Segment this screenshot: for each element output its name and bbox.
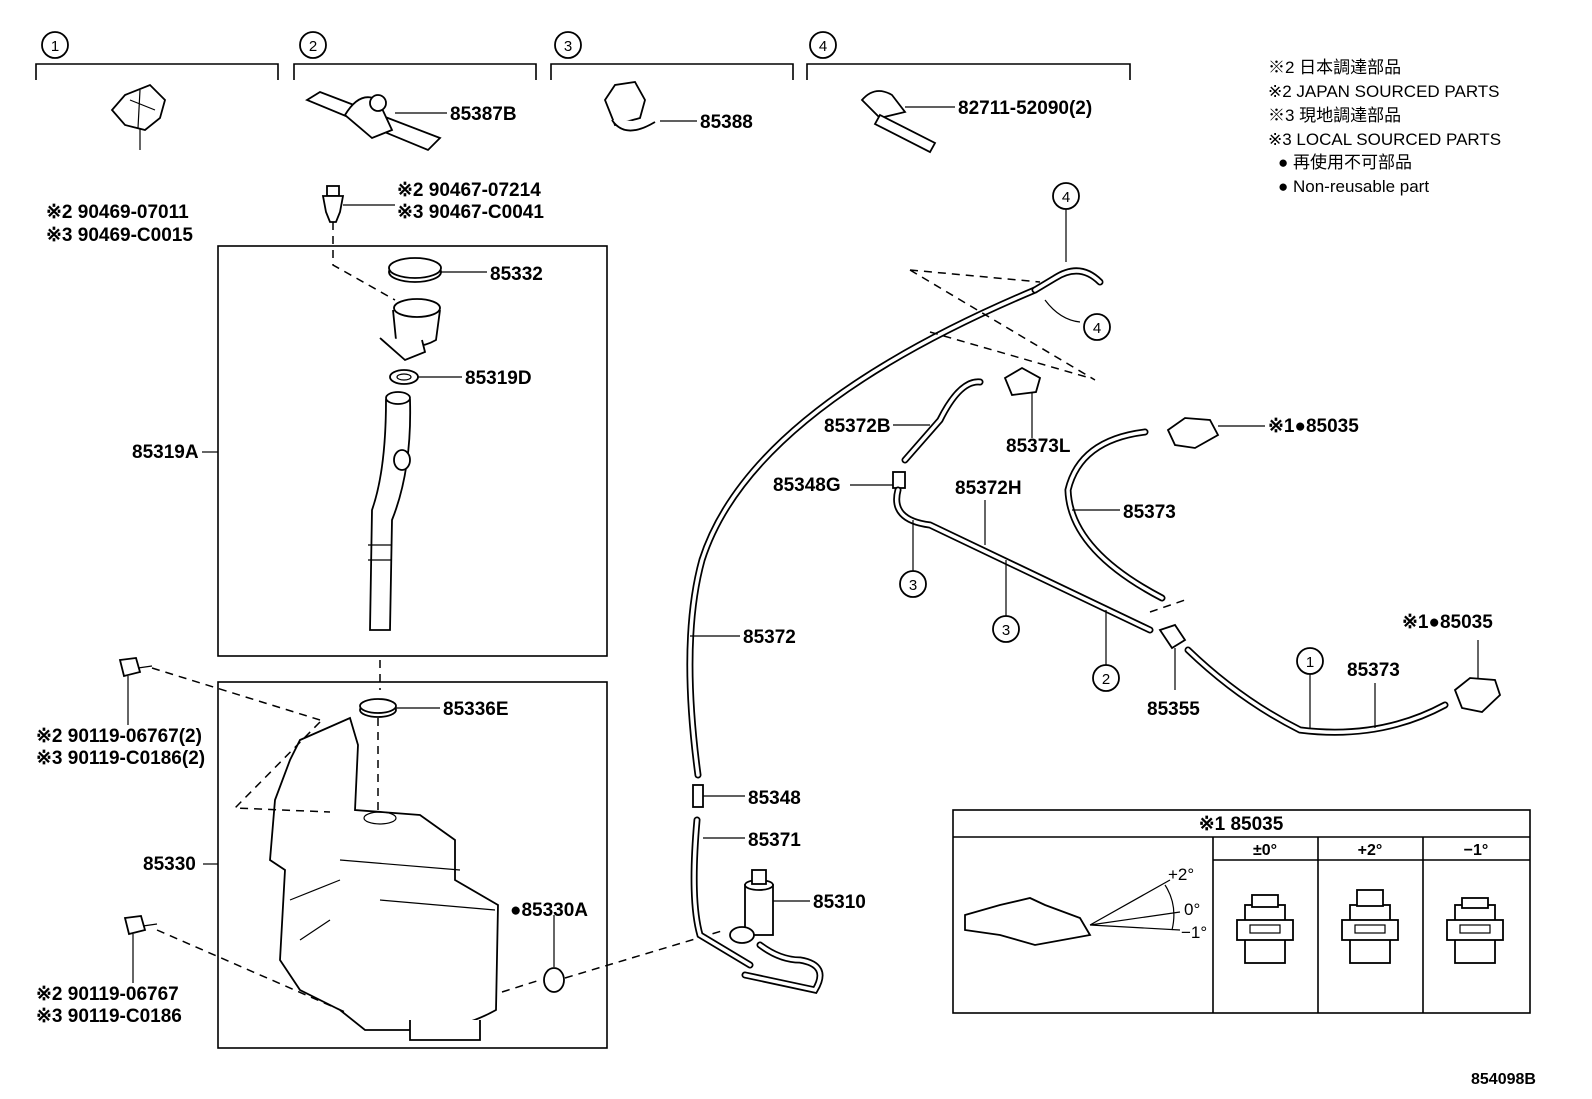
pump-85310-icon <box>729 869 774 944</box>
clamp-ref-4-top: 4 <box>1052 182 1080 262</box>
nozzle-front-0 <box>1236 894 1294 964</box>
clamp-82711-icon <box>860 90 937 154</box>
section-number: 1 <box>51 38 59 55</box>
hose-85372H <box>893 486 1154 634</box>
part-label-85372: 85372 <box>743 627 796 648</box>
angle-0: 0° <box>1184 900 1200 919</box>
part-label-90467-07214: ※2 90467-07214 <box>397 180 541 201</box>
ring-85319D-icon <box>389 369 419 385</box>
part-label-85372H: 85372H <box>955 478 1022 499</box>
grommet-85336E-icon <box>359 698 397 718</box>
section-header-1: 1 <box>35 31 279 80</box>
part-label-90469-C0015: ※3 90469-C0015 <box>46 225 193 246</box>
section-header-3: 3 <box>550 31 794 80</box>
clamp-ref-3-mid: 3 <box>992 560 1020 643</box>
svg-text:4: 4 <box>1093 320 1101 337</box>
nozzle-front-minus1 <box>1446 897 1504 964</box>
section-number: 2 <box>309 38 317 55</box>
angle-plus2: +2° <box>1168 865 1194 884</box>
nozzle-85035-lower-icon <box>1453 677 1502 713</box>
tank-group-box <box>217 681 608 1049</box>
part-label-85332: 85332 <box>490 264 543 285</box>
section-header-4: 4 <box>806 31 1131 80</box>
bolt-upper-icon <box>118 657 153 678</box>
part-label-90119-C0186-2: ※3 90119-C0186(2) <box>36 748 205 769</box>
svg-text:4: 4 <box>1062 189 1070 206</box>
part-label-85348: 85348 <box>748 788 801 809</box>
part-label-85371: 85371 <box>748 830 801 851</box>
part-label-85330: 85330 <box>143 854 196 875</box>
clamp-85388-icon <box>603 81 656 132</box>
rivet-icon <box>321 185 345 223</box>
part-label-85348G: 85348G <box>773 475 841 496</box>
part-label-90119-C0186: ※3 90119-C0186 <box>36 1006 182 1027</box>
nozzle-85373L-icon <box>1003 366 1042 396</box>
joint-85348G-icon <box>892 471 906 489</box>
part-label-82711-52090: 82711-52090(2) <box>958 98 1092 119</box>
nozzle-85035-upper-icon <box>1166 417 1220 449</box>
cap-85332-icon <box>388 257 442 283</box>
hose-85372 <box>686 286 1039 779</box>
part-label-90469-07011: ※2 90469-07011 <box>46 202 189 223</box>
clamp-85387B-icon <box>305 91 442 152</box>
part-label-85373-upper: 85373 <box>1123 502 1176 523</box>
bolt-lower-icon <box>123 915 158 936</box>
clamp-ref-3-left: 3 <box>899 520 927 598</box>
svg-text:2: 2 <box>1102 671 1110 688</box>
angle-minus1: −1° <box>1181 923 1207 942</box>
inset-col-plus2: +2° <box>1358 842 1383 859</box>
nozzle-front-plus2 <box>1341 889 1399 964</box>
inset-col-0: ±0° <box>1253 842 1277 859</box>
clamp-ref-1: 1 <box>1296 647 1324 728</box>
section-number: 3 <box>564 38 572 55</box>
filler-neck-group-box <box>217 245 608 657</box>
svg-text:3: 3 <box>909 577 917 594</box>
diagram-reference: 854098B <box>1471 1071 1536 1088</box>
legend-line: ※3 現地調達部品 <box>1268 106 1401 125</box>
part-label-85035-upper: ※1●85035 <box>1268 416 1359 437</box>
part-label-85319A: 85319A <box>132 442 199 463</box>
part-label-85355: 85355 <box>1147 699 1200 720</box>
clamp-ref-4-side: 4 <box>1083 313 1111 341</box>
part-label-85372B: 85372B <box>824 416 891 437</box>
legend-line: ※2 日本調達部品 <box>1268 58 1401 77</box>
part-label-85310: 85310 <box>813 892 866 913</box>
legend-line: ※2 JAPAN SOURCED PARTS <box>1268 82 1500 101</box>
part-label-90119-06767-2: ※2 90119-06767(2) <box>36 726 202 747</box>
legend: ※2 日本調達部品 ※2 JAPAN SOURCED PARTS ※3 現地調達… <box>1268 58 1501 196</box>
section-header-2: 2 <box>293 31 537 80</box>
legend-line: ※3 LOCAL SOURCED PARTS <box>1268 130 1501 149</box>
joint-85348-icon <box>692 784 704 808</box>
nozzle-angle-inset: ※1 85035 ±0° +2° −1° +2° 0° −1° <box>952 809 1531 1014</box>
part-label-90467-C0041: ※3 90467-C0041 <box>397 202 544 223</box>
filler-cap-body-icon <box>379 298 441 362</box>
legend-line: ● Non-reusable part <box>1278 177 1429 196</box>
svg-text:3: 3 <box>1002 622 1010 639</box>
clamp-ref-2: 2 <box>1092 610 1120 692</box>
part-label-85373-lower: 85373 <box>1347 660 1400 681</box>
part-label-85388: 85388 <box>700 112 753 133</box>
clip-icon <box>110 83 167 150</box>
grommet-85330A-icon <box>543 967 565 993</box>
joint-85355-icon <box>1158 623 1187 650</box>
part-label-90119-06767: ※2 90119-06767 <box>36 984 179 1005</box>
part-label-85330A: ●85330A <box>510 900 588 921</box>
part-label-85387B: 85387B <box>450 104 517 125</box>
svg-text:1: 1 <box>1306 654 1314 671</box>
section-number: 4 <box>819 38 827 55</box>
filler-pipe-icon <box>368 391 412 631</box>
part-label-85373L: 85373L <box>1006 436 1071 457</box>
part-label-85336E: 85336E <box>443 699 509 720</box>
inset-col-minus1: −1° <box>1464 842 1489 859</box>
inset-title: ※1 85035 <box>1199 814 1284 835</box>
part-label-85319D: 85319D <box>465 368 532 389</box>
part-label-85035-lower: ※1●85035 <box>1402 612 1493 633</box>
legend-line: ● 再使用不可部品 <box>1278 152 1412 172</box>
washer-tank-icon <box>269 716 499 1041</box>
